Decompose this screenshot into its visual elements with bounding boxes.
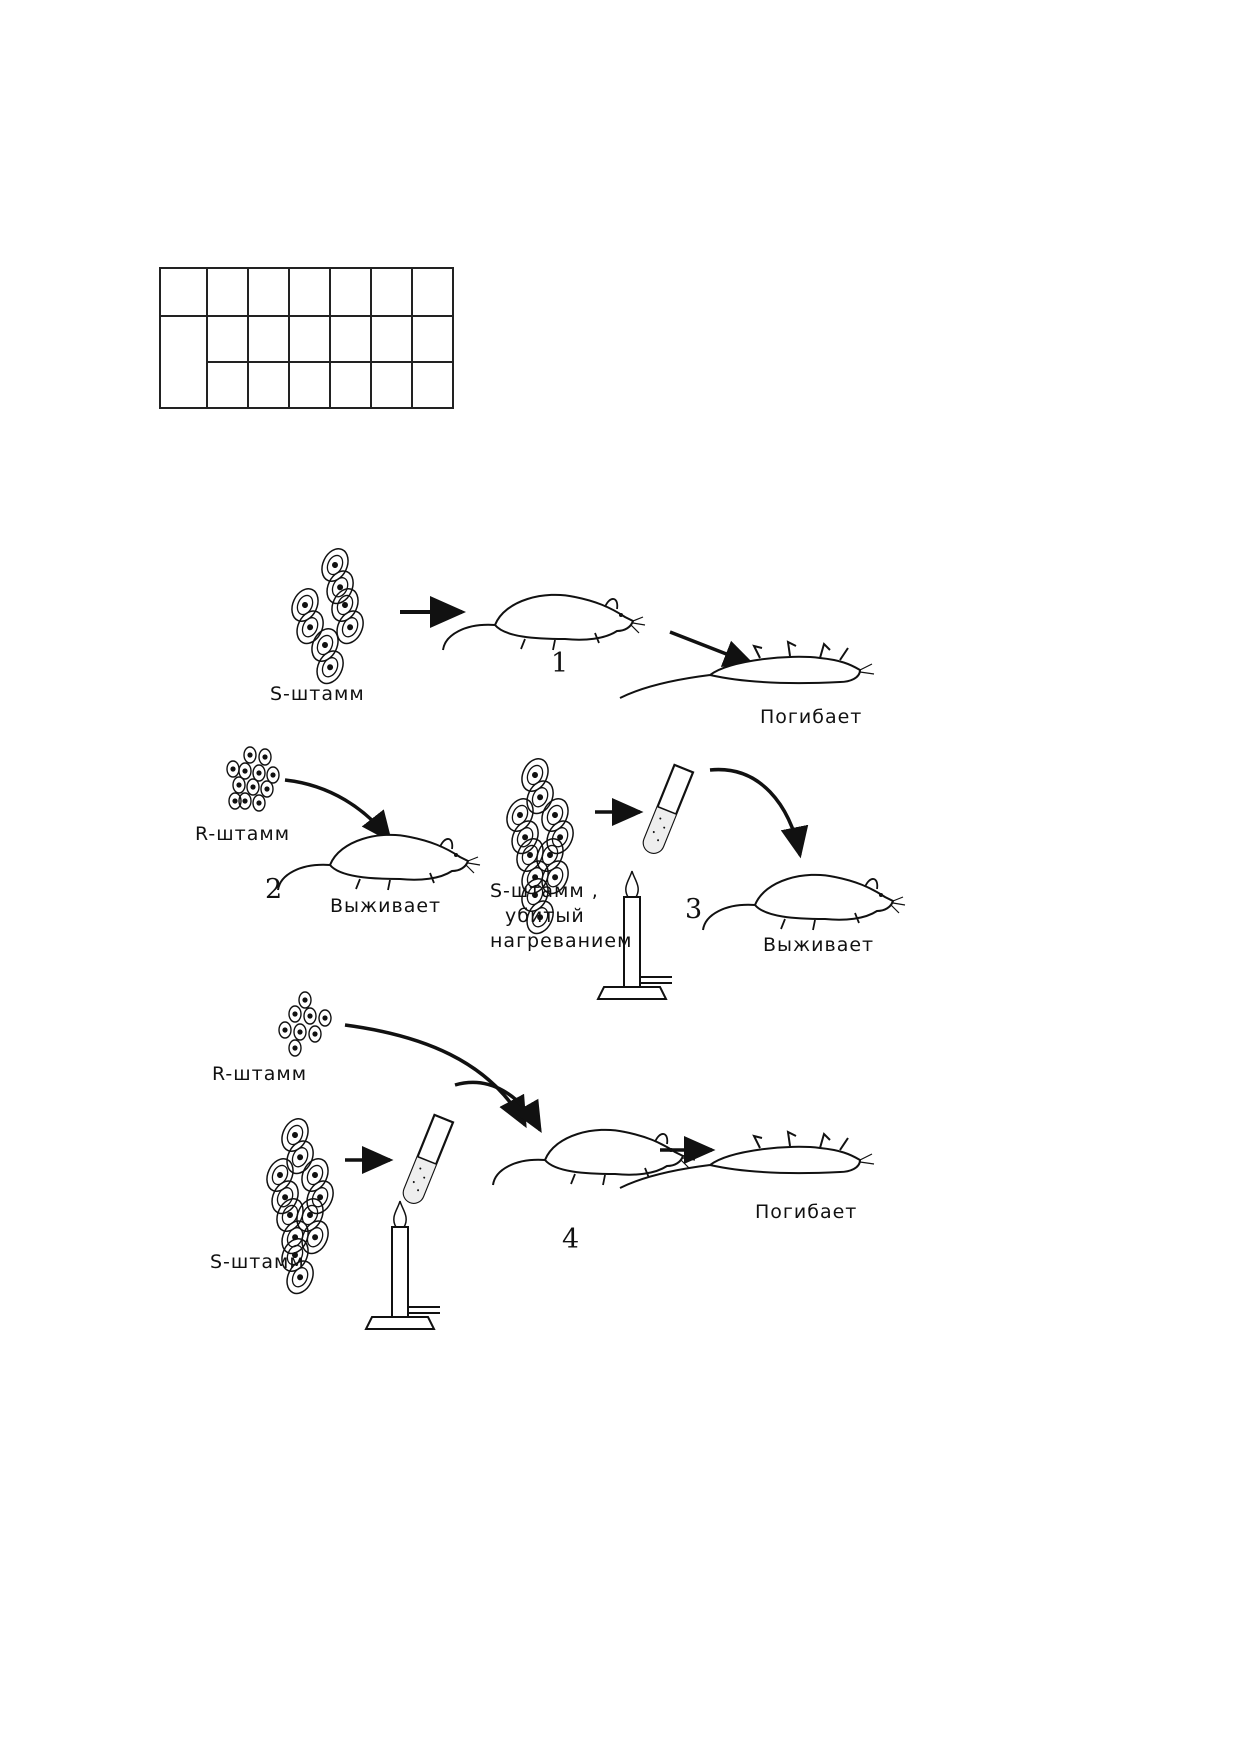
experiment-number-1: 1 xyxy=(551,648,568,679)
grid-cell xyxy=(288,315,331,363)
grid-cell xyxy=(247,267,290,317)
test-tube-icon xyxy=(399,1113,455,1207)
experiment-2: R-штамм 2 Выживает xyxy=(195,746,481,917)
grid-cell xyxy=(288,267,331,317)
experiment-number-3: 3 xyxy=(685,894,702,925)
mouse-icon xyxy=(702,873,906,931)
arrow-icon xyxy=(669,630,756,667)
experiment-4: R-штамм S-штамм 4 Погибает xyxy=(210,991,875,1330)
grid-cell xyxy=(206,361,249,409)
grid-cell xyxy=(206,315,249,363)
arrow-icon xyxy=(454,1080,542,1134)
dies-label: Погибает xyxy=(755,1201,857,1223)
r-strain-label: R-штамм xyxy=(212,1063,307,1085)
test-tube-icon xyxy=(639,763,695,857)
mouse-icon xyxy=(442,593,646,651)
grid-cell xyxy=(370,361,413,409)
s-strain-label: S-штамм xyxy=(210,1251,305,1273)
s-killed-label-line1: S-штамм , xyxy=(490,880,599,902)
grid-cell xyxy=(329,315,372,363)
grid-cell xyxy=(247,315,290,363)
grid-cell xyxy=(206,267,249,317)
bacteria-cluster-icon xyxy=(278,991,332,1057)
grid-cell xyxy=(329,267,372,317)
arrow-icon xyxy=(709,767,809,859)
experiment-number-2: 2 xyxy=(265,874,282,905)
experiment-number-4: 4 xyxy=(562,1224,579,1255)
grid-cell xyxy=(411,361,454,409)
burner-icon xyxy=(365,1200,441,1330)
grid-cell xyxy=(159,267,208,317)
survives-label: Выживает xyxy=(330,895,441,917)
dead-mouse-icon xyxy=(619,641,875,699)
grid-cell xyxy=(370,315,413,363)
answer-grid xyxy=(159,267,454,409)
grid-cell xyxy=(411,315,454,363)
survives-label: Выживает xyxy=(763,934,874,956)
mouse-icon xyxy=(277,833,481,891)
grid-cell xyxy=(288,361,331,409)
grid-cell xyxy=(411,267,454,317)
r-strain-label: R-штамм xyxy=(195,823,290,845)
arrow-icon xyxy=(344,1023,527,1129)
grid-cell xyxy=(329,361,372,409)
s-killed-label-line2: убитый xyxy=(505,905,585,927)
experiment-1: S-штамм 1 Погибает xyxy=(270,545,875,728)
bacteria-cluster-icon xyxy=(287,545,368,688)
s-strain-label: S-штамм xyxy=(270,683,365,705)
grid-cell xyxy=(370,267,413,317)
bacteria-cluster-icon xyxy=(226,746,280,812)
grid-cell xyxy=(159,315,208,409)
dies-label: Погибает xyxy=(760,706,862,728)
experiment-3: S-штамм , убитый нагреванием 3 Выживает xyxy=(490,755,906,1000)
mouse-icon xyxy=(492,1128,696,1186)
s-killed-label-line3: нагреванием xyxy=(490,930,632,952)
grid-cell xyxy=(247,361,290,409)
arrow-icon xyxy=(284,778,393,843)
